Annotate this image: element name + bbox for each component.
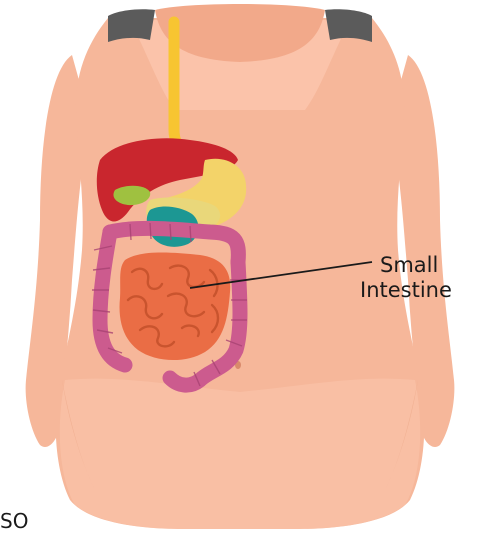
small-intestine-label-line-2: Intestine <box>360 278 452 302</box>
small-intestine <box>120 253 231 361</box>
left-strap <box>108 9 155 42</box>
corner-text: SO <box>0 511 28 531</box>
right-strap <box>325 9 372 42</box>
pelvis-region <box>60 379 420 529</box>
small-intestine-label-line-1: Small <box>380 253 438 277</box>
